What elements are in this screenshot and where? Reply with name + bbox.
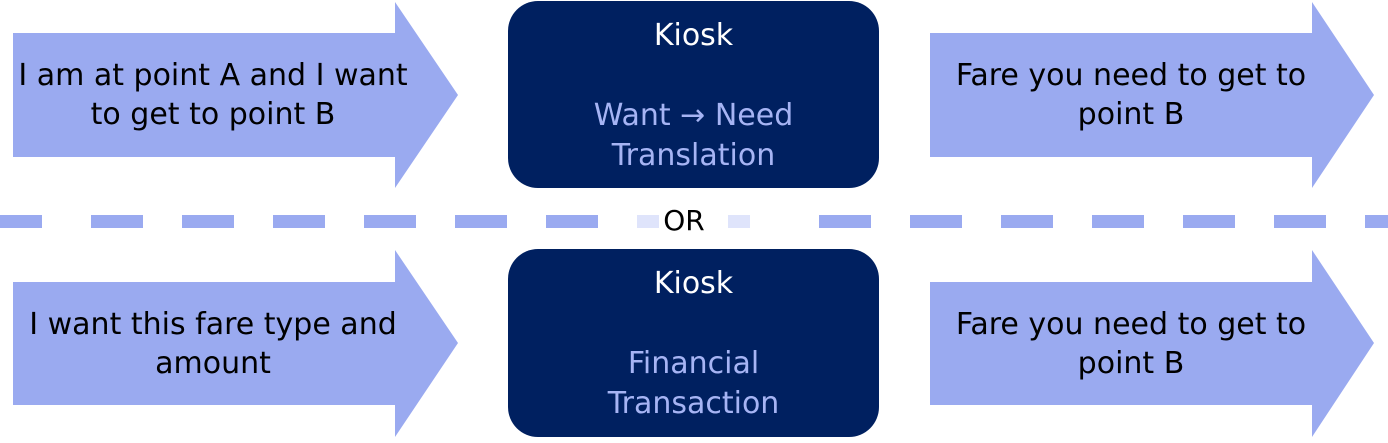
top-output-arrow-label: Fare you need to get to point B: [940, 36, 1322, 154]
divider-dash: [546, 215, 598, 228]
divider-dash: [1183, 215, 1235, 228]
bottom-kiosk-process-line1: Financial: [627, 346, 760, 381]
bottom-kiosk-process-line2: Transaction: [607, 386, 780, 421]
divider-dash: [819, 215, 871, 228]
bottom-input-arrow-shape: [13, 250, 458, 437]
divider-dash-faded: [637, 215, 659, 228]
bottom-output-arrow-text: Fare you need to get to point B: [955, 307, 1307, 381]
divider-dash: [0, 215, 42, 228]
or-label: OR: [663, 204, 705, 237]
divider-dash: [1274, 215, 1326, 228]
bottom-input-arrow-label: I want this fare type and amount: [18, 285, 408, 403]
divider-dash: [1365, 215, 1388, 228]
bottom-output-arrow-label: Fare you need to get to point B: [940, 285, 1322, 403]
top-output-arrow-shape: [930, 2, 1374, 188]
bottom-input-arrow-text: I want this fare type and amount: [29, 307, 397, 381]
bottom-kiosk-title: Kiosk: [653, 266, 734, 301]
top-input-arrow-label: I am at point A and I want to get to poi…: [18, 36, 408, 154]
divider-dash: [1001, 215, 1053, 228]
top-input-arrow-text: I am at point A and I want to get to poi…: [18, 58, 408, 132]
top-kiosk-box: Kiosk Want → Need Translation: [508, 1, 879, 188]
divider-dash: [182, 215, 234, 228]
bottom-kiosk-box: Kiosk Financial Transaction: [508, 249, 879, 437]
top-kiosk-process-line2: Translation: [611, 138, 776, 173]
divider-dash: [910, 215, 962, 228]
bottom-output-arrow-shape: [930, 250, 1374, 437]
divider-dash: [364, 215, 416, 228]
top-kiosk-process-line1: Want → Need: [593, 98, 794, 133]
divider-dash: [1092, 215, 1144, 228]
divider-dash: [455, 215, 507, 228]
divider-dash-faded: [728, 215, 750, 228]
top-output-arrow-text: Fare you need to get to point B: [955, 58, 1307, 132]
top-input-arrow-shape: [13, 2, 458, 188]
top-kiosk-title: Kiosk: [653, 18, 734, 53]
divider-dash: [273, 215, 325, 228]
divider-dash: [91, 215, 143, 228]
